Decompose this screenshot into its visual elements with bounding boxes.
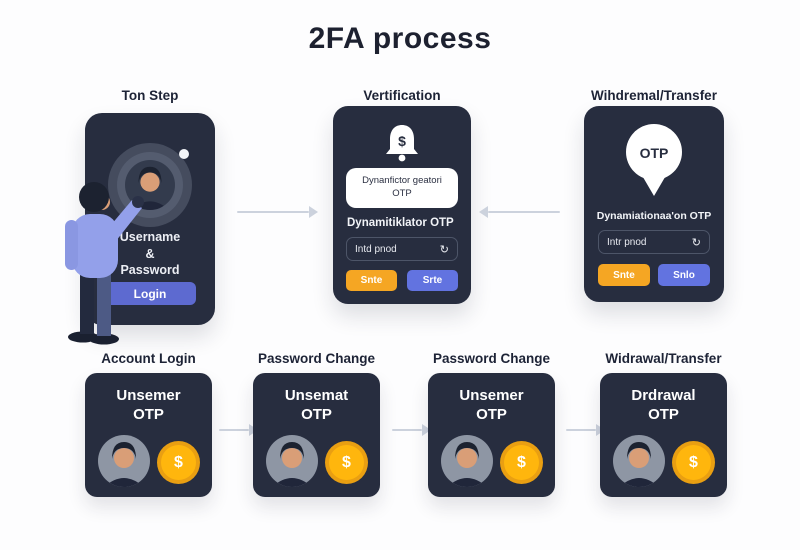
step1-header: Ton Step bbox=[121, 88, 179, 103]
submit-button-orange[interactable]: Snte bbox=[346, 270, 397, 291]
status-dot bbox=[179, 149, 189, 159]
user-avatar-icon bbox=[441, 435, 493, 487]
page-title: 2FA process bbox=[308, 22, 492, 55]
withdrawal-card: OTP Dynamiationaa'on OTP Intr pnod ↻ Snt… bbox=[584, 106, 724, 302]
arrow-right-icon bbox=[219, 424, 258, 436]
svg-text:$: $ bbox=[398, 133, 406, 149]
arrow-left-icon bbox=[479, 206, 560, 218]
submit-button-blue[interactable]: Snlo bbox=[658, 264, 710, 286]
bottom-step4-header: Widrawal/Transfer bbox=[605, 351, 722, 366]
user-avatar-icon bbox=[266, 435, 318, 487]
dollar-coin-icon: $ bbox=[672, 441, 715, 484]
login-button[interactable]: Login bbox=[104, 282, 196, 305]
otp-pin-icon: OTP bbox=[622, 122, 686, 200]
otp-step-card: Unsemer OTP $ bbox=[85, 373, 212, 497]
user-avatar-icon bbox=[613, 435, 665, 487]
otp-code-input[interactable]: Intd pnod ↻ bbox=[346, 237, 458, 261]
step2-header: Vertification bbox=[363, 88, 441, 103]
bottom-step2-header: Password Change bbox=[257, 351, 376, 366]
dollar-coin-icon: $ bbox=[325, 441, 368, 484]
bottom-step3-header: Password Change bbox=[432, 351, 551, 366]
dollar-coin-icon: $ bbox=[157, 441, 200, 484]
submit-button-orange[interactable]: Snte bbox=[598, 264, 650, 286]
svg-text:OTP: OTP bbox=[640, 145, 669, 161]
profile-avatar-rings bbox=[108, 143, 192, 227]
arrow-right-icon bbox=[392, 424, 431, 436]
person-illustration bbox=[50, 160, 148, 345]
credentials-label: Username & Password bbox=[119, 230, 181, 277]
card-title: Unsemer OTP bbox=[116, 387, 181, 423]
dollar-coin-icon: $ bbox=[500, 441, 543, 484]
otp-code-input[interactable]: Intr pnod ↻ bbox=[598, 230, 710, 254]
arrow-right-icon bbox=[237, 206, 318, 218]
otp-step-card: Unsemat OTP $ bbox=[253, 373, 380, 497]
otp-generator-label: Dynamitiklator OTP bbox=[347, 217, 454, 229]
card-title: Unsemer OTP bbox=[459, 387, 524, 423]
user-avatar-icon bbox=[98, 435, 150, 487]
refresh-icon[interactable]: ↻ bbox=[439, 243, 449, 256]
otp-notice-box: Dynanfictor geatori OTP bbox=[346, 168, 458, 208]
step3-header: Wihdremal/Transfer bbox=[591, 88, 717, 103]
card-title: Drdrawal OTP bbox=[631, 387, 696, 423]
bottom-step1-header: Account Login bbox=[101, 351, 196, 366]
refresh-icon[interactable]: ↻ bbox=[691, 236, 701, 249]
otp-generator-label: Dynamiationaa'on OTP bbox=[596, 210, 712, 222]
verification-card: $ Dynanfictor geatori OTP Dynamitiklator… bbox=[333, 106, 471, 304]
otp-step-card: Drdrawal OTP $ bbox=[600, 373, 727, 497]
arrow-right-icon bbox=[566, 424, 605, 436]
notification-bell-icon: $ bbox=[381, 122, 423, 166]
submit-button-blue[interactable]: Srte bbox=[407, 270, 458, 291]
otp-step-card: Unsemer OTP $ bbox=[428, 373, 555, 497]
card-title: Unsemat OTP bbox=[284, 387, 349, 423]
